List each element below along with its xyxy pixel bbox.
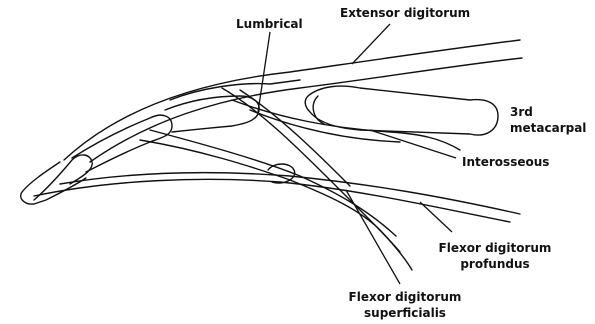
interosseous-muscle [232,100,460,150]
label-fds-line1: Flexor digitorum [340,290,470,305]
flexor-profundus-tendon-edge [60,173,520,214]
label-metacarpal-line2: metacarpal [510,121,586,136]
flexor-profundus-tendon [34,179,510,222]
metacarpal-bone [305,86,498,135]
leader-fds [346,190,400,284]
fingertip [21,162,86,204]
label-lumbrical: Lumbrical [236,17,303,32]
metacarpal-head [313,96,324,124]
extensor-tendon-lower [90,58,522,162]
extensor-tendon [64,40,520,160]
label-extensor-digitorum: Extensor digitorum [340,6,470,21]
label-metacarpal-line1: 3rd [510,105,533,120]
label-fdp-line2: profundus [430,257,560,272]
label-fds-line2: superficialis [340,306,470,321]
label-fdp-line1: Flexor digitorum [430,241,560,256]
distal-phalanx [34,155,92,200]
proximal-phalanx [165,96,259,132]
label-interosseous: Interosseous [462,155,549,170]
flexor-superficialis-tendon [140,140,412,270]
leader-lumbrical [258,32,270,112]
